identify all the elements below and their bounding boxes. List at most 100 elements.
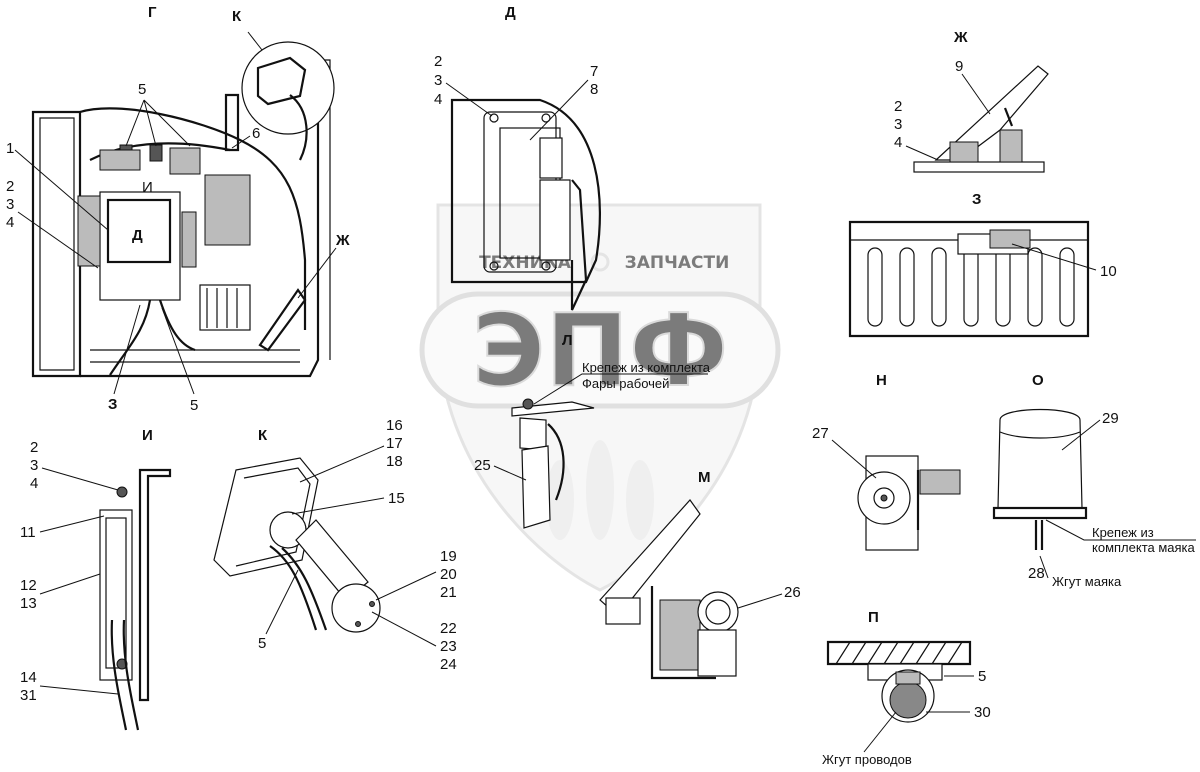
d-label-2: 2 [434, 53, 442, 70]
k-label-5: 5 [258, 635, 266, 652]
m-bracket [650, 586, 716, 680]
label-3: 3 [6, 196, 14, 213]
work-light-small [256, 56, 307, 106]
label-1: 1 [6, 140, 14, 157]
beacon-dome [997, 408, 1083, 509]
zh-label-9: 9 [955, 58, 963, 75]
d-panel-outline [450, 98, 601, 284]
view-m: М 26 [599, 469, 801, 680]
box-d-label: Д [132, 227, 143, 244]
lever [224, 93, 240, 152]
o-label-29: 29 [1102, 410, 1119, 427]
view-title-k: К [258, 427, 268, 444]
l-note-2: Фары рабочей [582, 376, 669, 391]
d-label-7: 7 [590, 63, 598, 80]
view-title-k-top: К [232, 8, 242, 25]
i-unit [99, 509, 133, 681]
p-beam [826, 640, 972, 666]
zh-label-3: 3 [894, 116, 902, 133]
z-label-10: 10 [1100, 263, 1117, 280]
i-label-31: 31 [20, 687, 37, 704]
k-label-15: 15 [388, 490, 405, 507]
view-g: Г К Д 1 [6, 4, 350, 414]
p-label-30: 30 [974, 704, 991, 721]
watermark: ЭПФ ТЕХНИКА ЗАПЧАСТИ [419, 203, 781, 592]
k-label-20: 20 [440, 566, 457, 583]
wheat-icon [546, 440, 654, 540]
pedal-base [913, 161, 1045, 173]
view-i: И 2 3 4 11 12 13 14 31 [20, 427, 172, 731]
callout-k-circle [241, 41, 335, 135]
view-zh: Ж 9 2 3 4 [894, 29, 1049, 173]
d-label-4: 4 [434, 91, 442, 108]
i-label-2: 2 [30, 439, 38, 456]
view-title-n: Н [876, 372, 887, 389]
view-l: Л Крепеж из комплекта Фары рабочей 25 [474, 332, 711, 529]
i-label-12: 12 [20, 577, 37, 594]
k-label-17: 17 [386, 435, 403, 452]
k-label-21: 21 [440, 584, 457, 601]
n-label-27: 27 [812, 425, 829, 442]
view-title-z: З [972, 191, 981, 208]
o-label-28: 28 [1028, 565, 1045, 582]
m-label-26: 26 [784, 584, 801, 601]
i-label-11: 11 [20, 524, 36, 541]
i-label-4: 4 [30, 475, 38, 492]
o-harness-label: Жгут маяка [1052, 574, 1122, 589]
l-note-1: Крепеж из комплекта [582, 360, 711, 375]
k-arm [295, 519, 369, 601]
view-title-i: И [142, 427, 153, 444]
view-title-zh: Ж [953, 29, 968, 46]
k-label-23: 23 [440, 638, 457, 655]
label-6: 6 [252, 125, 260, 142]
label-5-top: 5 [138, 81, 146, 98]
p-label-5: 5 [978, 668, 986, 685]
cab-roof-curve [79, 107, 307, 330]
view-title-g: Г [148, 4, 157, 21]
grille-slots [867, 247, 1075, 327]
beacon-base [992, 506, 1088, 520]
z-panel [848, 220, 1090, 338]
watermark-brand-right: ЗАПЧАСТИ [625, 253, 730, 273]
k-label-16: 16 [386, 417, 403, 434]
view-title-m: М [698, 469, 711, 486]
view-title-d: Д [505, 4, 516, 21]
k-mount-disc [331, 583, 381, 633]
i-bracket [138, 468, 172, 702]
box-d [99, 191, 181, 301]
view-d: Д 2 3 4 7 8 [434, 4, 601, 311]
l-lamp-body [521, 445, 551, 529]
view-title-p: П [868, 609, 879, 626]
p-harness-label: Жгут проводов [822, 752, 912, 767]
view-title-o: О [1032, 372, 1044, 389]
label-5-bottom: 5 [190, 397, 198, 414]
view-n: Н 27 [812, 372, 961, 551]
k-label-18: 18 [386, 453, 403, 470]
label-zh-ref: Ж [335, 232, 350, 249]
label-4: 4 [6, 214, 14, 231]
l-label-25: 25 [474, 457, 491, 474]
i-label-13: 13 [20, 595, 37, 612]
gear-icon [590, 252, 610, 272]
cab-floor [80, 70, 320, 378]
k-label-24: 24 [440, 656, 457, 673]
view-title-l: Л [562, 332, 573, 349]
d-label-8: 8 [590, 81, 598, 98]
k-lamp-housing [213, 457, 319, 577]
l-bracket [511, 401, 595, 417]
d-label-3: 3 [434, 72, 442, 89]
view-o: О 29 Крепеж из комплекта маяка 28 Жгут м… [992, 372, 1196, 589]
label-2: 2 [6, 178, 14, 195]
watermark-oval [419, 291, 781, 409]
k-label-22: 22 [440, 620, 457, 637]
beacon-harness [1034, 520, 1044, 550]
label-z-ref: З [108, 396, 117, 413]
o-note-1: Крепеж из [1092, 525, 1154, 540]
i-label-3: 3 [30, 457, 38, 474]
k-label-19: 19 [440, 548, 457, 565]
view-k: К 16 17 18 15 19 20 21 22 23 24 5 [213, 417, 457, 673]
watermark-logo: ЭПФ [472, 292, 728, 409]
view-p: П 5 30 Жгут проводов [822, 609, 991, 767]
